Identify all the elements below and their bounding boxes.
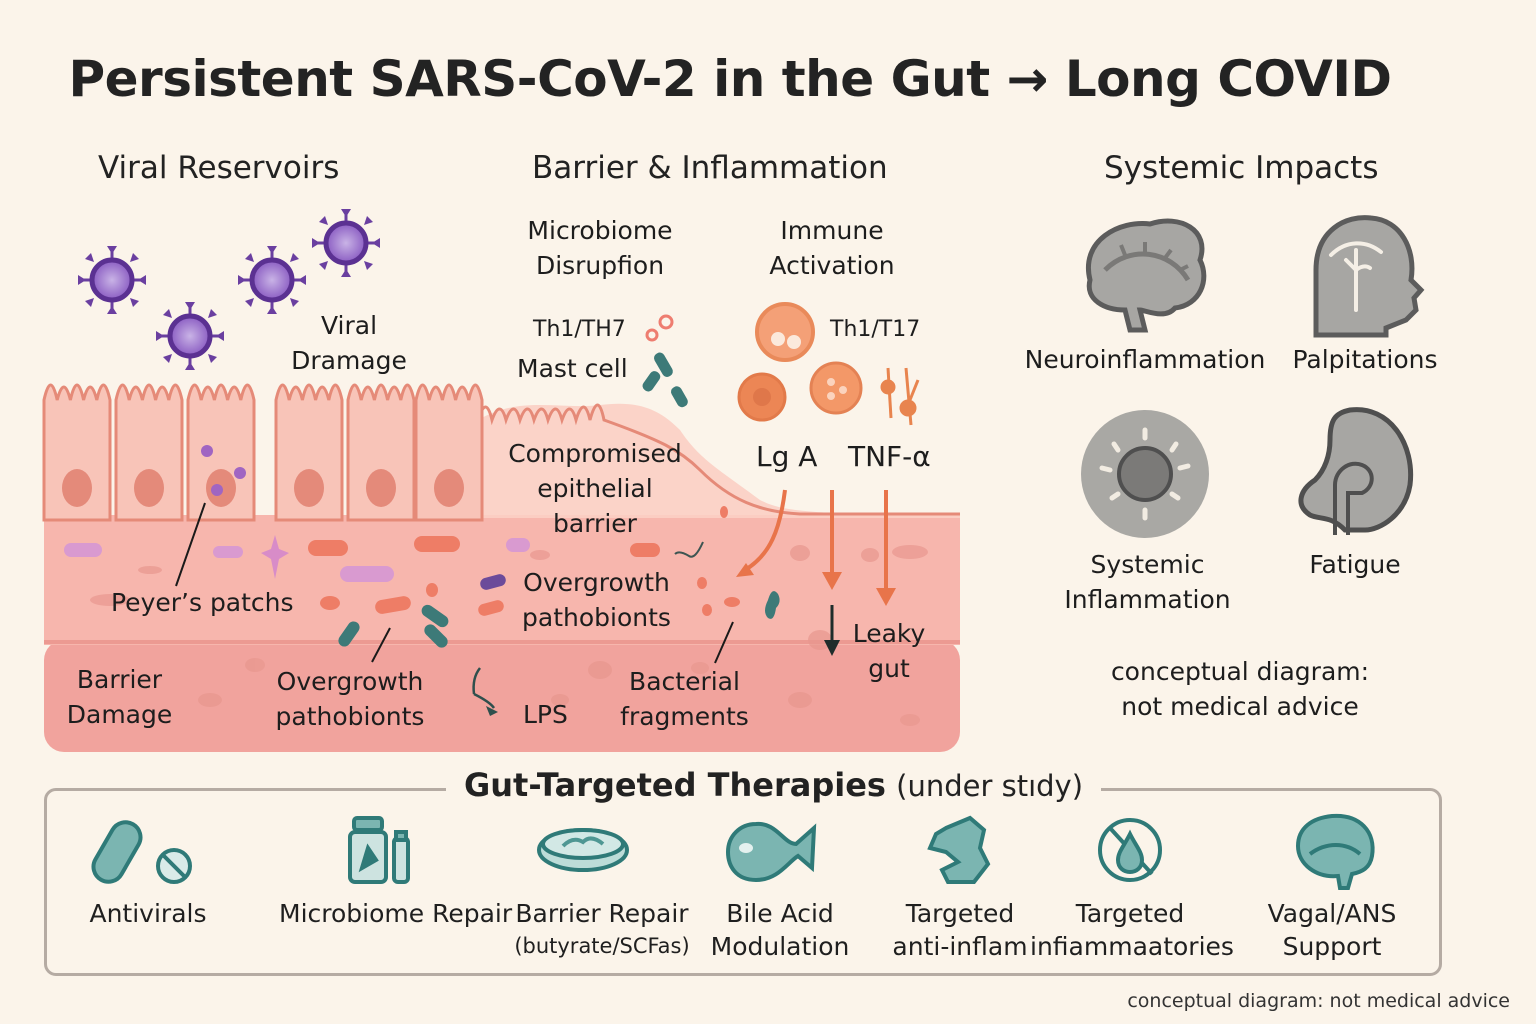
epithelial-cell [114, 383, 184, 522]
cell-nucleus [366, 469, 396, 507]
fatigue-organ-icon [1298, 407, 1414, 535]
leaky-gut-arrow [824, 640, 840, 656]
therapy-targeted-anti-inflam: Targeted anti-inflam [892, 899, 1028, 961]
epithelial-cells [42, 383, 484, 522]
pill-icon [91, 820, 192, 884]
cell-nucleus [294, 469, 324, 507]
epithelial-cell [346, 383, 416, 522]
arrows [472, 489, 896, 716]
epithelial-cell [274, 383, 344, 522]
bile-acid-icon [725, 821, 817, 883]
epithelial-cell [42, 383, 112, 522]
label-th1-th7: Th1/TH7 [533, 317, 626, 342]
cell-nucleus [134, 469, 164, 507]
virus-icon [238, 246, 306, 314]
virus-icon [156, 302, 224, 370]
cell-nucleus [62, 469, 92, 507]
virus-icon [78, 246, 146, 314]
vagus-brain-icon [1295, 813, 1375, 890]
section-heading-viral-reservoirs: Viral Reservoirs [98, 150, 340, 186]
systemic-label-fatigue: Fatigue [1309, 550, 1401, 579]
compromised-barrier-region [478, 403, 960, 518]
inflammation-sun-icon [1081, 410, 1209, 538]
intracellular-virus-icon [201, 445, 246, 496]
dendritic-cell-icon [261, 535, 289, 579]
molecule-icon [927, 815, 991, 884]
label-lps: LPS [523, 700, 568, 729]
mast-cell-icon [653, 352, 673, 377]
therapy-icons [91, 813, 1375, 890]
label-th1-t17: Th1/T17 [830, 317, 921, 342]
lamina-cells [64, 506, 928, 726]
submucosa-layer [44, 640, 960, 752]
label-peyers-patches: Peyer’s patchs [111, 588, 294, 617]
brain-icon [1085, 218, 1207, 333]
therapy-barrier-repair: Barrier Repair (butyrate/SCFas) [514, 899, 690, 958]
systemic-icons [1081, 215, 1425, 538]
therapy-microbiome-repair: Microbiome Repair [279, 899, 513, 928]
footer-disclaimer: conceptual diagram: not medical advice [1127, 990, 1510, 1012]
t-cell-icon [755, 302, 815, 362]
therapy-antivirals: Antivirals [89, 899, 207, 928]
petri-dish-icon [537, 828, 629, 872]
therapies-heading: Gut-Targeted Therapies (under stıdy) [446, 766, 1102, 804]
label-mast-cell: Mast cell [517, 354, 628, 383]
therapy-vagal-ans-support: Vagal/ANS Support [1267, 899, 1397, 961]
systemic-label-neuroinflammation: Neuroinflammation [1024, 345, 1266, 374]
therapy-bile-acid-modulation: Bile Acid Modulation [710, 899, 850, 961]
section-heading-systemic-impacts: Systemic Impacts [1104, 150, 1379, 186]
section-heading-barrier-inflammation: Barrier & Inflammation [532, 150, 888, 186]
cytokine-icon [880, 367, 920, 426]
immune-cells [642, 302, 920, 426]
virus-icon [312, 209, 380, 277]
head-profile-icon [1313, 215, 1425, 338]
therapy-targeted-inflammatories: Targeted infiammaatories [1030, 899, 1234, 961]
no-drop-icon [1098, 818, 1162, 882]
epithelial-cell [186, 383, 256, 522]
plasma-cell-icon [809, 361, 863, 415]
label-iga: Lg A [756, 440, 818, 473]
epithelial-cell [414, 383, 484, 522]
cell-nucleus [434, 469, 464, 507]
systemic-disclaimer: conceptual diagram:not medical advice [1110, 657, 1370, 721]
label-tnf-alpha: TNF-α [848, 440, 931, 473]
page-title: Persistent SARS-CoV-2 in the Gut → Long … [68, 50, 1392, 108]
probiotic-bottle-icon [348, 816, 410, 884]
systemic-label-palpitations: Palpitations [1292, 345, 1438, 374]
